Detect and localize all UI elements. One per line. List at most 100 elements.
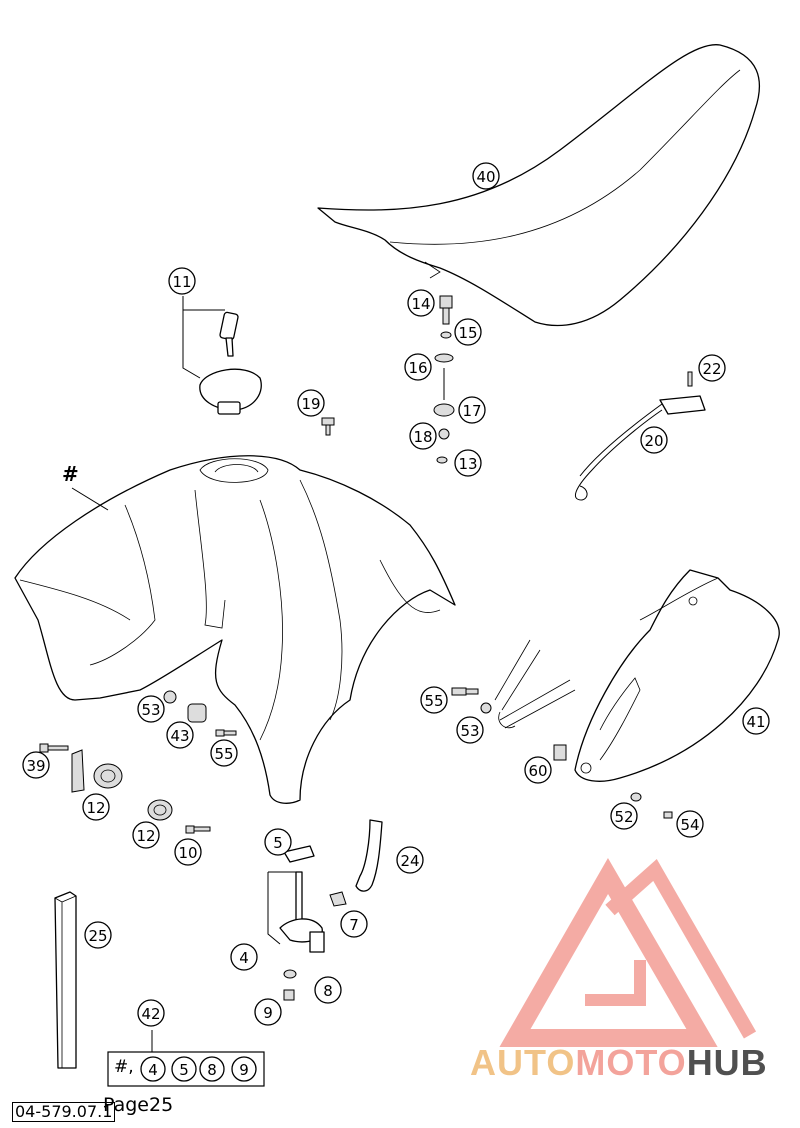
callout-12: 12 [82,793,110,821]
callout-24: 24 [396,846,424,874]
callout-number: 7 [349,916,359,934]
callout-40: 40 [472,162,500,190]
callout-number: 19 [301,395,320,413]
callout-circle [524,756,552,784]
set-member-number: 5 [179,1061,189,1079]
callout-circle [454,449,482,477]
callout-15: 15 [454,318,482,346]
seat [317,44,761,327]
callout-number: 18 [413,428,432,446]
callout-number: 15 [458,324,477,342]
callout-number: 40 [476,168,495,186]
callout-16: 16 [404,353,432,381]
drawing-number: 04-579.07.1 [12,1102,116,1122]
callout-circle [166,721,194,749]
callout-number: 11 [172,273,191,291]
callout-circle [254,998,282,1026]
seat-mount-hardware [321,295,455,464]
callout-circle [230,943,258,971]
callout-18: 18 [409,422,437,450]
callout-circle [82,793,110,821]
callout-circle [472,162,500,190]
callout-60: 60 [524,756,552,784]
watermark-moto: MOTO [575,1042,687,1083]
callouts: 4011141516171813192220415343553912121052… [22,162,770,1027]
callout-7: 7 [340,910,368,938]
watermark-text: AUTOMOTOHUB [470,1042,768,1084]
callout-4: 4 [230,943,258,971]
set-member-4: 4 [140,1056,166,1082]
set-member-9: 9 [231,1056,257,1082]
set-member-5: 5 [171,1056,197,1082]
callout-number: 24 [400,852,419,870]
tank-cap-lock [182,296,262,415]
callout-number: 20 [644,432,663,450]
seat-release-cable [574,371,706,501]
callout-circle [210,739,238,767]
callout-55: 55 [210,739,238,767]
set-member-number: 8 [207,1061,217,1079]
callout-circle [640,426,668,454]
callout-circle [396,846,424,874]
callout-circle [420,686,448,714]
callout-10: 10 [174,838,202,866]
fuel-tap-assembly [267,819,383,1001]
callout-54: 54 [676,810,704,838]
callout-20: 20 [640,426,668,454]
callout-53: 53 [456,716,484,744]
callout-25: 25 [84,921,112,949]
callout-number: 54 [680,816,699,834]
callout-number: 14 [411,295,430,313]
callout-12: 12 [132,821,160,849]
callout-circle [454,318,482,346]
callout-number: 25 [88,927,107,945]
callout-11: 11 [168,267,196,295]
callout-circle [297,389,325,417]
callout-number: 42 [141,1005,160,1023]
protection-strip [54,891,77,1069]
callout-55: 55 [420,686,448,714]
callout-number: 52 [614,808,633,826]
callout-number: 53 [141,701,160,719]
tank-hash-label: # [62,462,79,486]
set-member-number: 4 [148,1061,158,1079]
callout-9: 9 [254,998,282,1026]
callout-circle [742,707,770,735]
callout-circle [340,910,368,938]
callout-number: 10 [178,844,197,862]
callout-17: 17 [458,396,486,424]
callout-number: 39 [26,757,45,775]
callout-number: 9 [263,1004,273,1022]
callout-circle [698,354,726,382]
side-cover [574,569,780,782]
callout-43: 43 [166,721,194,749]
watermark-hub: HUB [686,1042,768,1083]
callout-number: 13 [458,455,477,473]
callout-number: 4 [239,949,249,967]
callout-53: 53 [137,695,165,723]
callout-circle [84,921,112,949]
callout-13: 13 [454,449,482,477]
watermark-auto: AUTO [470,1042,576,1083]
callout-circle [22,751,50,779]
callout-number: 12 [86,799,105,817]
callout-circle [168,267,196,295]
callout-52: 52 [610,802,638,830]
callout-number: 17 [462,402,481,420]
callout-number: 41 [746,713,765,731]
callout-circle [407,289,435,317]
callout-circle [137,695,165,723]
callout-circle [264,828,292,856]
callout-39: 39 [22,751,50,779]
callout-42: 42 [137,999,165,1027]
callout-circle [456,716,484,744]
callout-circle [458,396,486,424]
callout-circle [404,353,432,381]
callout-number: 60 [528,762,547,780]
callout-number: 43 [170,727,189,745]
callout-circle [137,999,165,1027]
callout-14: 14 [407,289,435,317]
callout-circle [409,422,437,450]
